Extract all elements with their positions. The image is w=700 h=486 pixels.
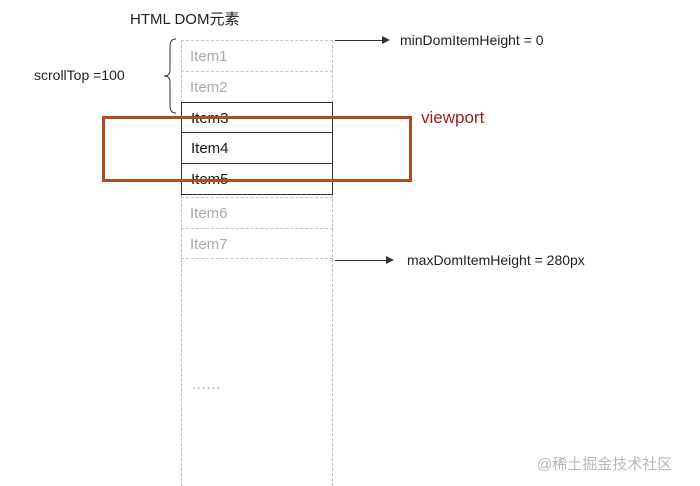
list-item-6: Item6	[181, 197, 333, 228]
scroll-top-brace-icon	[163, 38, 177, 114]
arrow-right-icon	[382, 36, 390, 44]
list-item-1: Item1	[181, 40, 333, 71]
viewport-rectangle	[102, 116, 412, 182]
max-height-arrow-line	[335, 260, 387, 261]
max-height-label: maxDomItemHeight = 280px	[407, 252, 585, 268]
dom-list-outline	[181, 40, 333, 486]
list-item-7: Item7	[181, 228, 333, 259]
list-item-4: Item4	[181, 133, 333, 164]
diagram-title: HTML DOM元素	[130, 11, 240, 28]
min-height-label: minDomItemHeight = 0	[400, 32, 544, 48]
watermark: @稀土掘金技术社区	[537, 456, 673, 473]
more-items-ellipsis: ......	[192, 376, 222, 392]
scroll-top-label: scrollTop =100	[34, 67, 125, 83]
min-height-arrow-line	[335, 40, 383, 41]
list-item-2: Item2	[181, 71, 333, 102]
viewport-label: viewport	[421, 108, 485, 127]
arrow-right-icon	[386, 256, 394, 264]
